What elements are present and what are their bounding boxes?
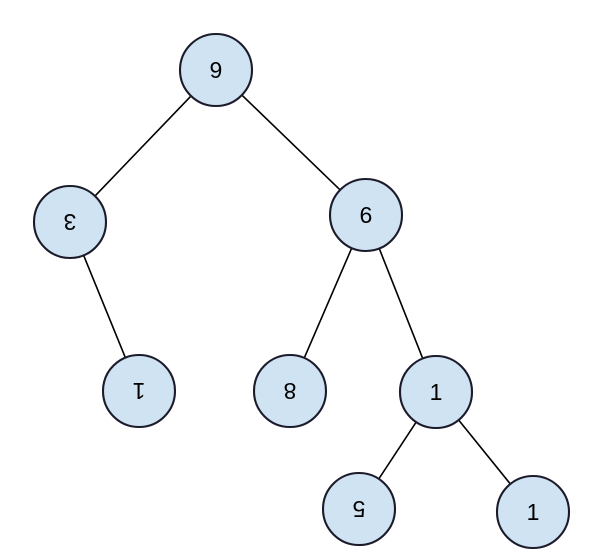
- tree-node-label: 1: [527, 499, 540, 525]
- tree-node-circle[interactable]: [32, 184, 108, 260]
- tree-node[interactable]: 1: [398, 354, 474, 430]
- tree-node[interactable]: 8: [252, 353, 328, 429]
- tree-node-circle[interactable]: [321, 471, 397, 547]
- tree-node-label: 8: [284, 378, 297, 404]
- tree-node-label: 1: [133, 378, 146, 404]
- tree-node-label: 3: [64, 209, 77, 235]
- tree-node[interactable]: 1: [495, 474, 571, 550]
- tree-node-circle[interactable]: [328, 177, 404, 253]
- tree-node-circle[interactable]: [252, 353, 328, 429]
- tree-edge: [457, 419, 512, 485]
- tree-edge: [94, 95, 192, 197]
- tree-node[interactable]: 5: [321, 471, 397, 547]
- tree-node[interactable]: 6: [178, 32, 254, 108]
- tree-node-label: 1: [430, 379, 443, 405]
- tree-node-circle[interactable]: [398, 354, 474, 430]
- tree-edge: [377, 421, 418, 480]
- tree-edge: [241, 94, 341, 191]
- tree-node[interactable]: 3: [32, 184, 108, 260]
- tree-node[interactable]: 9: [328, 177, 404, 253]
- tree-node-label: 9: [360, 202, 373, 228]
- tree-node-circle[interactable]: [495, 474, 571, 550]
- edge-layer: [82, 94, 512, 485]
- tree-edge: [82, 254, 127, 359]
- tree-node-circle[interactable]: [178, 32, 254, 108]
- tree-node[interactable]: 1: [101, 353, 177, 429]
- tree-node-label: 6: [210, 57, 223, 83]
- tree-node-label: 5: [353, 496, 366, 522]
- tree-node-circle[interactable]: [101, 353, 177, 429]
- tree-edge: [303, 247, 353, 359]
- tree-edge: [378, 247, 424, 360]
